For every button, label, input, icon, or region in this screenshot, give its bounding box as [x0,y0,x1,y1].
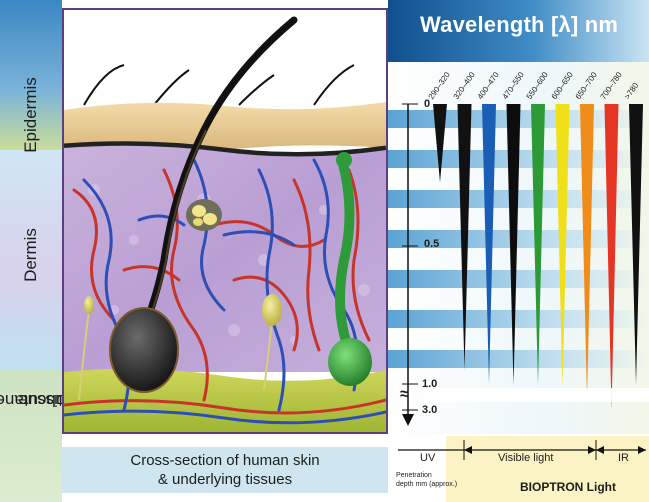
axis-break-band [424,388,649,402]
wedge-5 [531,104,545,385]
skin-illustration [64,10,386,432]
region-uv: UV [420,452,435,464]
depth-note-line1: Penetration [396,471,516,480]
wedge-2 [458,104,472,370]
wedge-1 [433,104,447,182]
wedge-8 [605,104,619,410]
subcutaneous-label: Subcutaneous tissue [0,330,62,470]
tick-label-3: 3.0 [422,404,437,416]
epidermis-label: Epidermis [0,60,62,170]
tick-label-05: 0.5 [424,238,439,250]
axis-break-symbol: ≈ [400,386,409,404]
wedge-7 [580,104,594,400]
wedge-group [433,104,643,410]
tick-label-0: 0 [424,98,430,110]
skin-caption: Cross-section of human skin & underlying… [62,447,388,493]
depth-axis-arrow [402,414,414,426]
wedge-6 [556,104,570,387]
depth-note-line2: depth mm (approx.) [396,480,516,489]
tick-label-1: 1.0 [422,378,437,390]
wedge-4 [507,104,521,385]
skin-cross-section [62,8,388,434]
penetration-depth-note: Penetration depth mm (approx.) [396,471,516,489]
wedge-3 [482,104,496,384]
dermis-label: Dermis [0,200,62,310]
caption-line2: & underlying tissues [62,471,388,488]
region-visible: Visible light [498,452,553,464]
caption-line1: Cross-section of human skin [62,452,388,469]
region-ir: IR [618,452,629,464]
bioptron-label: BIOPTRON Light [520,480,616,494]
wedge-9 [629,104,643,385]
spectrum-title: Wavelength [λ] nm [420,12,618,38]
